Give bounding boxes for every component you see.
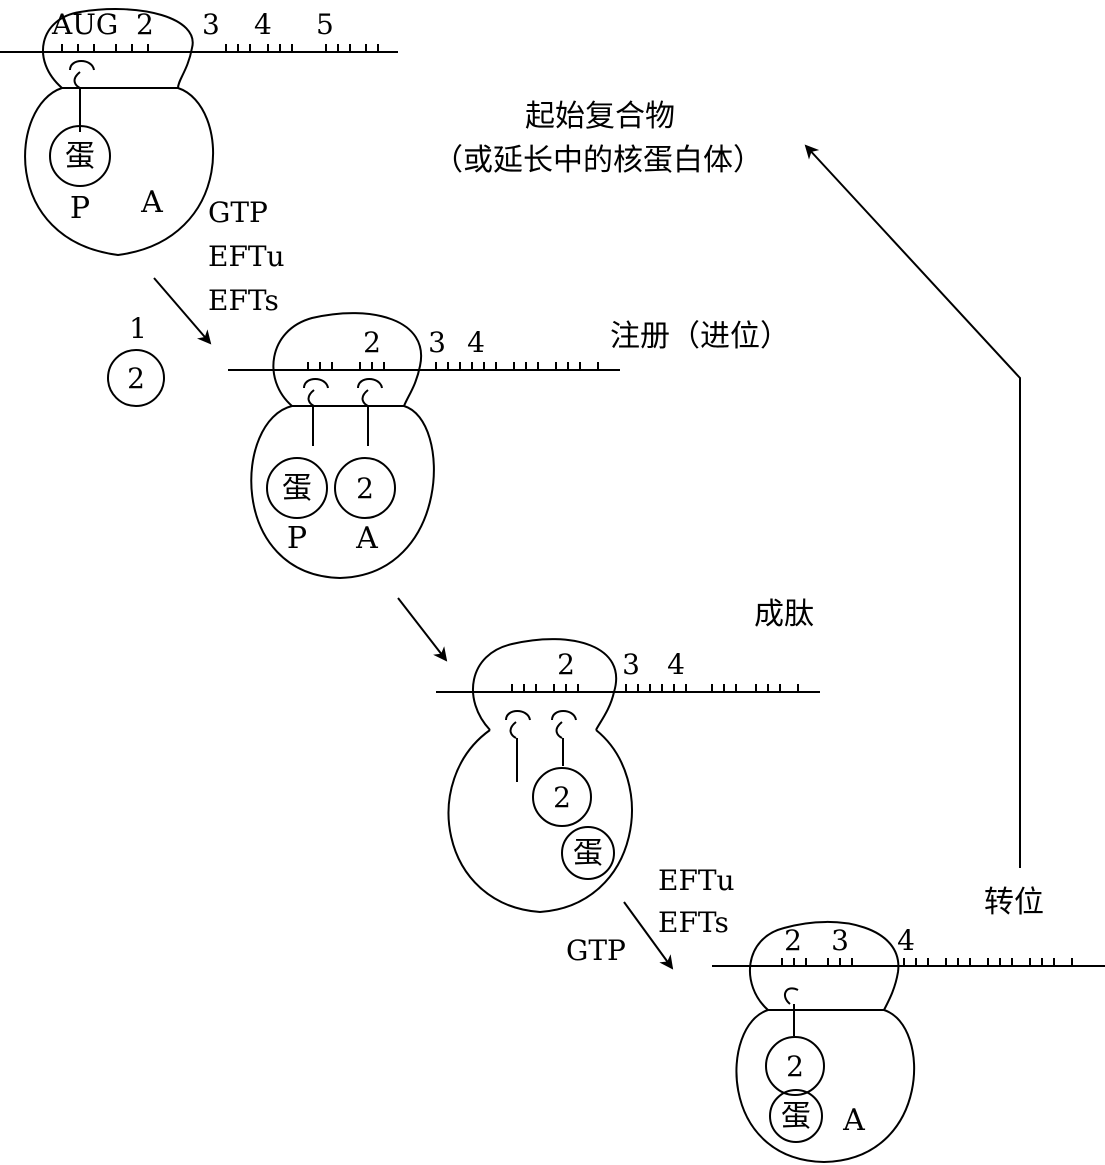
stage2-small-subunit: [272, 312, 423, 407]
stage2-protein-p-circle: [266, 457, 328, 519]
stage2-protein-a-circle: [334, 457, 396, 519]
stage4-trna-anticodon: [783, 987, 799, 1005]
stage3-large-subunit: [447, 729, 633, 914]
step1-factor-eftu: EFTu: [208, 240, 285, 273]
stage3-codon-2: 2: [557, 648, 575, 681]
stage3-aa-circle: [532, 767, 592, 827]
stage1-ribosome: AUG 2 3 4 5 蛋 P A: [0, 8, 398, 257]
stage2-codon-2: 2: [363, 326, 381, 359]
free-trna-circle: [107, 349, 165, 407]
stage1-protein-label: 蛋: [65, 139, 95, 174]
stage1-site-a: A: [140, 185, 163, 220]
stage4-codon-4: 4: [897, 924, 915, 957]
stage1-protein-circle: [49, 125, 111, 187]
stage1-small-subunit: [42, 8, 194, 89]
stage4-large-subunit: [735, 1009, 916, 1164]
arrow-step2: [397, 597, 448, 662]
stage2-codon-ticks: [307, 362, 599, 370]
step3-factor-efts: EFTs: [658, 906, 729, 939]
stage2-trna-p-anticodon: [303, 378, 329, 407]
stage4-ribosome: 2 3 4 2 蛋 A: [712, 920, 1105, 1164]
stage2-protein-a-label: 2: [356, 472, 374, 505]
stage3-aa-label: 2: [553, 781, 571, 814]
stage2-protein-p-label: 蛋: [282, 471, 312, 506]
stage2-trna-a-anticodon: [357, 378, 383, 407]
arrow-translocation-return: [804, 144, 1021, 868]
stage4-codon-ticks: [781, 958, 1073, 966]
stage1-codon-4: 4: [254, 8, 272, 41]
free-trna-aa: 2: [127, 362, 145, 395]
stage1-codon-3: 3: [202, 8, 220, 41]
step1-factor-efts: EFTs: [208, 284, 279, 317]
stage1-codon-ticks: [61, 44, 379, 52]
label-initiation-sub: （或延长中的核蛋白体）: [433, 143, 763, 178]
stage4-aa-label: 2: [786, 1050, 804, 1083]
free-trna-number: 1: [129, 312, 147, 345]
label-translocation: 转位: [984, 885, 1044, 920]
label-registration: 注册（进位）: [610, 319, 790, 354]
stage4-protein-circle: [769, 1089, 823, 1143]
stage3-codon-4: 4: [667, 648, 685, 681]
stage2-ribosome: 2 3 4 蛋 2 P A: [228, 312, 620, 580]
stage4-aa-circle: [765, 1036, 825, 1096]
arrow-step1: [153, 277, 212, 345]
label-peptide: 成肽: [754, 597, 814, 632]
stage3-trna-p-anticodon: [505, 710, 531, 739]
step3-factor-gtp: GTP: [566, 934, 626, 967]
stage4-protein-label: 蛋: [781, 1099, 811, 1134]
step1-factor-gtp: GTP: [208, 196, 268, 229]
step3-factor-eftu: EFTu: [658, 864, 735, 897]
stage3-protein-label: 蛋: [573, 836, 603, 871]
stage1-codon-5: 5: [316, 8, 334, 41]
stage3-small-subunit: [471, 638, 618, 731]
stage1-site-p: P: [70, 191, 90, 226]
stage4-codon-2: 2: [784, 924, 802, 957]
stage3-trna-a-anticodon: [551, 710, 577, 739]
stage2-site-p: P: [287, 521, 307, 556]
stage1-codon-2: 2: [136, 8, 154, 41]
stage2-codon-4: 4: [467, 326, 485, 359]
stage3-protein-circle: [561, 826, 615, 880]
stage2-site-a: A: [355, 521, 378, 556]
stage2-codon-3: 3: [428, 326, 446, 359]
stage1-codon-aug: AUG: [51, 8, 118, 41]
stage4-codon-3: 3: [831, 924, 849, 957]
arrow-step3: [623, 901, 674, 970]
label-initiation-complex: 起始复合物: [525, 99, 675, 134]
stage4-site-a: A: [842, 1103, 865, 1138]
stage1-large-subunit: [24, 87, 214, 257]
stage1-trna-anticodon: [69, 60, 95, 89]
stage2-large-subunit: [250, 405, 435, 580]
stage3-ribosome: 2 3 4 2 蛋: [436, 638, 820, 914]
stage3-codon-ticks: [511, 684, 799, 692]
stage3-codon-3: 3: [622, 648, 640, 681]
